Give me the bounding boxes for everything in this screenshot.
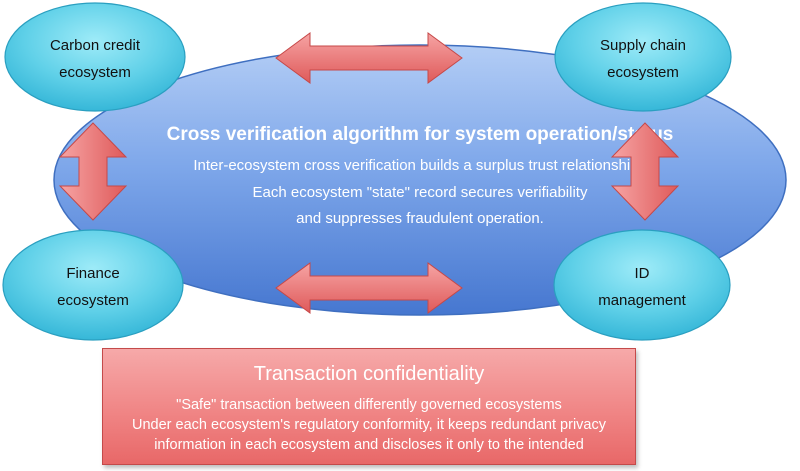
top-double-arrow: [275, 32, 463, 84]
node-finance: Finance ecosystem: [2, 229, 184, 341]
core-line-2: Each ecosystem "state" record secures ve…: [253, 184, 588, 201]
confidentiality-title: Transaction confidentiality: [253, 363, 485, 385]
confidentiality-line-2: Under each ecosystem's regulatory confor…: [132, 417, 606, 433]
node-supply-line1: Supply chain: [600, 37, 686, 54]
node-finance-line1: Finance: [66, 265, 119, 282]
confidentiality-line-3: information in each ecosystem and disclo…: [154, 437, 584, 453]
node-supply-line2: ecosystem: [607, 64, 679, 81]
confidentiality-box: Transaction confidentiality "Safe" trans…: [102, 348, 636, 465]
node-id-line1: ID: [635, 265, 650, 282]
node-finance-line2: ecosystem: [57, 292, 129, 309]
confidentiality-line-1: "Safe" transaction between differently g…: [176, 397, 562, 413]
core-line-1: Inter-ecosystem cross verification build…: [193, 157, 642, 174]
bottom-double-arrow: [275, 262, 463, 314]
node-id-line2: management: [598, 292, 686, 309]
core-title: Cross verification algorithm for system …: [167, 124, 674, 145]
node-carbon-line2: ecosystem: [59, 64, 131, 81]
node-carbon-line1: Carbon credit: [50, 37, 141, 54]
right-double-arrow: [610, 122, 680, 221]
node-supply-chain: Supply chain ecosystem: [554, 2, 732, 112]
left-double-arrow: [58, 122, 128, 221]
core-line-3: and suppresses fraudulent operation.: [296, 210, 544, 227]
node-id-management: ID management: [553, 229, 731, 341]
node-carbon-credit: Carbon credit ecosystem: [4, 2, 186, 112]
